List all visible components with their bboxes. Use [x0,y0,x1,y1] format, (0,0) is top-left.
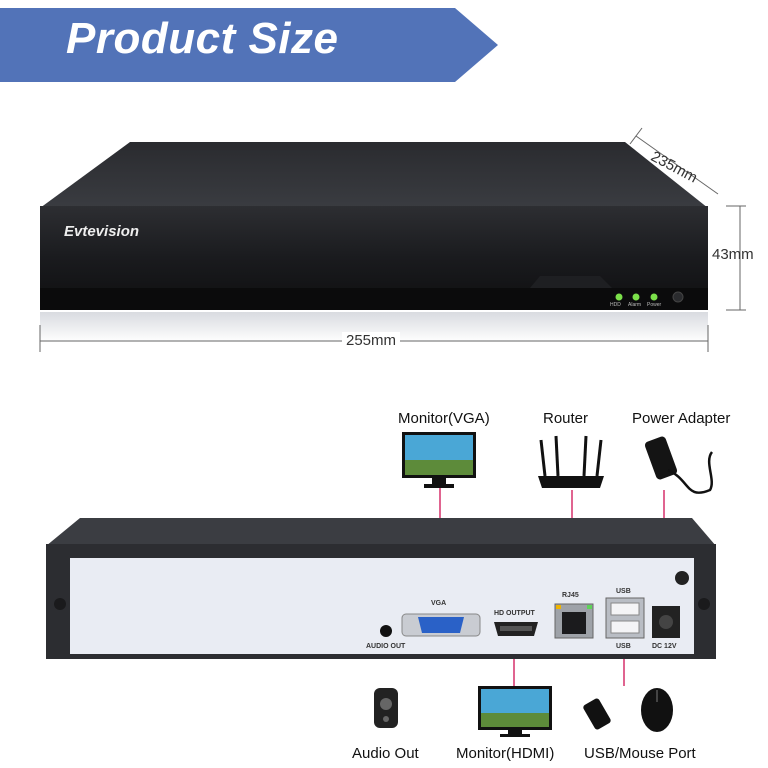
port-label-dc: DC 12V [652,643,677,650]
label-usb-mouse-port: USB/Mouse Port [584,745,696,762]
label-monitor-vga: Monitor(VGA) [398,410,490,427]
brand-logo-text: Evtevision [64,223,140,240]
label-router: Router [543,410,589,427]
label-power-adapter: Power Adapter [632,410,731,427]
nvr-front-illustration [39,127,746,352]
front-view: Evtevision HDD Alarm Power 255mm 43mm 23… [0,90,768,390]
port-label-usb-bottom: USB [616,643,631,650]
led-label-hdd: HDD [610,302,621,308]
label-audio-out: Audio Out [352,745,419,762]
port-label-vga: VGA [431,600,447,607]
port-label-audio-out: AUDIO OUT [366,643,406,650]
port-label-rj45: RJ45 [562,592,579,599]
port-label-usb-top: USB [616,588,631,595]
banner-arrow-shape [0,8,498,82]
page-title: Product Size [66,14,339,63]
header-banner [0,0,768,90]
dimension-width: 255mm [342,332,401,349]
dimension-height: 43mm [712,246,754,263]
led-label-power: Power [647,302,662,308]
label-monitor-hdmi: Monitor(HDMI) [456,745,555,762]
port-label-hdmi: HD OUTPUT [494,610,535,617]
led-label-alarm: Alarm [628,302,642,308]
